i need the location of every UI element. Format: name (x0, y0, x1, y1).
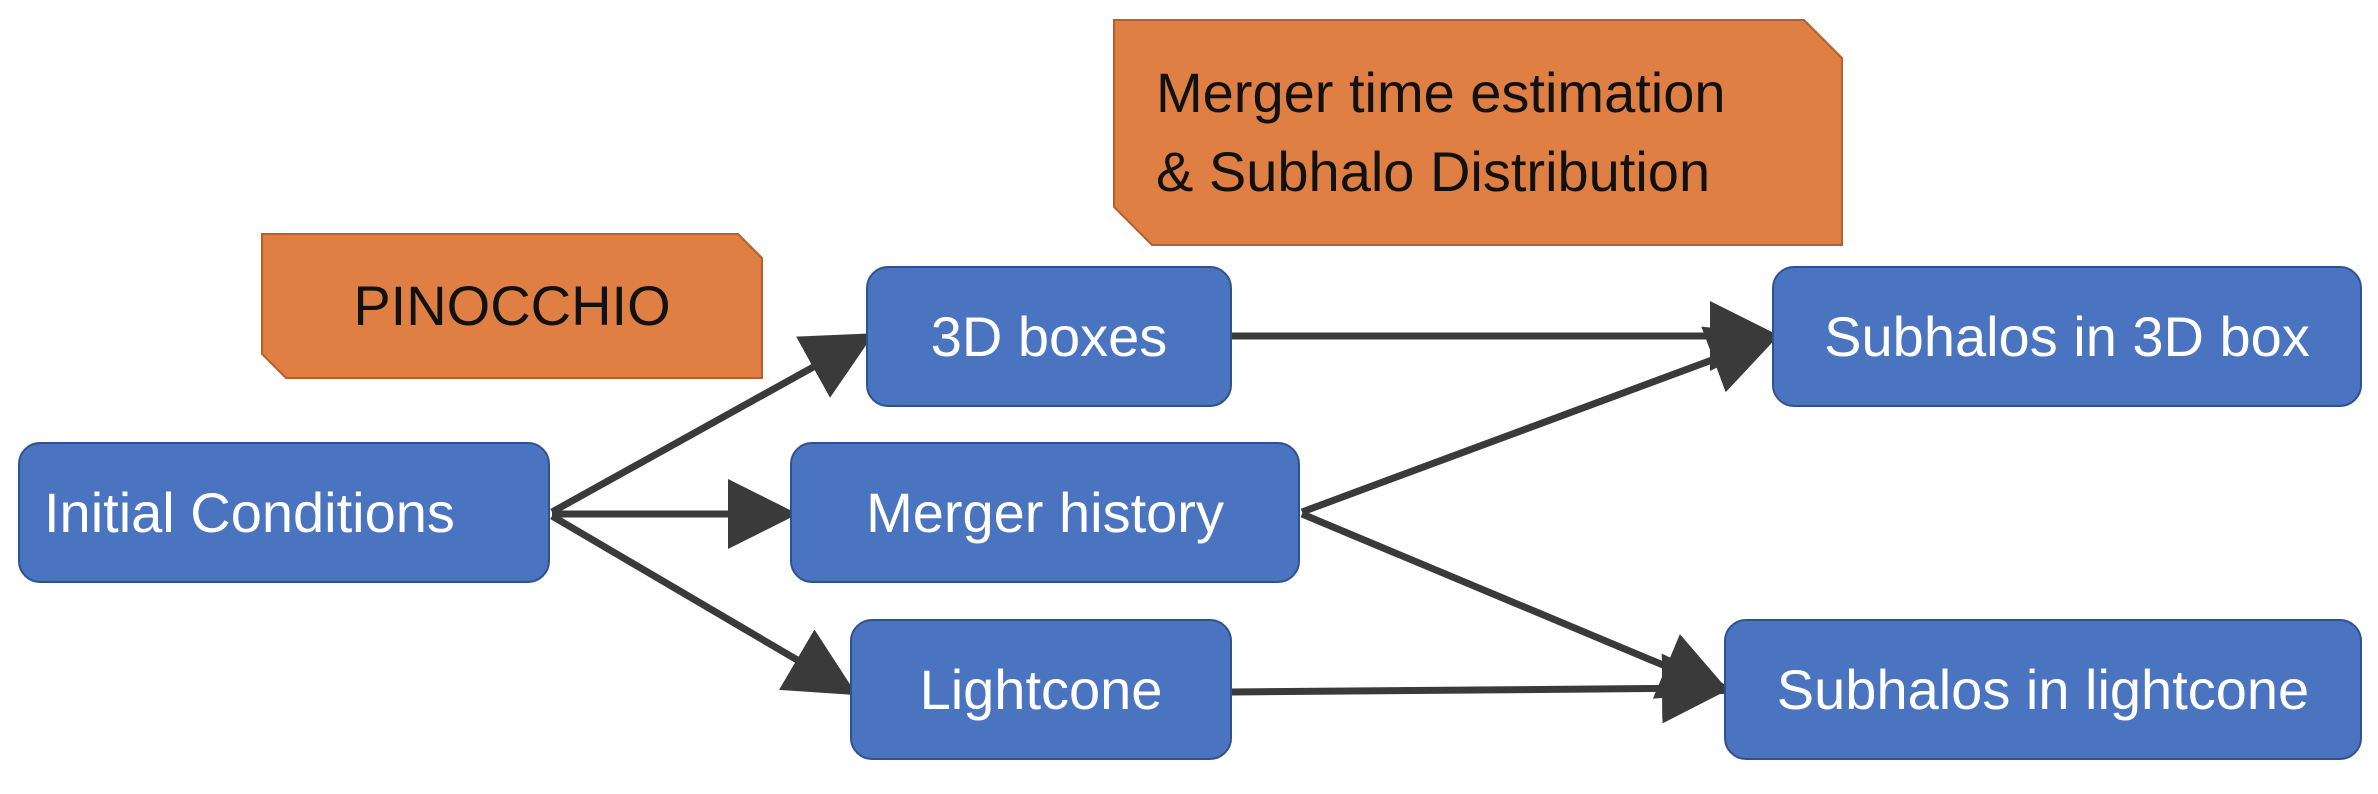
edge-initial-to-boxes (550, 333, 875, 516)
merger-estimation-label-text: Merger time estimation & Subhalo Distrib… (1156, 54, 1726, 211)
node-subhalos-lightcone: Subhalos in lightcone (1724, 619, 2362, 760)
node-merger-history-label: Merger history (866, 481, 1224, 544)
pinocchio-label-shape (261, 233, 763, 379)
node-subhalos-3d-box: Subhalos in 3D box (1772, 266, 2362, 407)
node-merger-history: Merger history (790, 442, 1300, 583)
edge-merger-to-sub3d (1300, 326, 1780, 516)
edge-merger-to-sublc (1300, 510, 1731, 699)
pinocchio-label: PINOCCHIO (261, 233, 763, 379)
node-subhalos-lightcone-label: Subhalos in lightcone (1776, 658, 2310, 721)
pinocchio-label-text: PINOCCHIO (353, 273, 671, 337)
node-lightcone: Lightcone (850, 619, 1232, 760)
merger-estimation-line1: Merger time estimation (1156, 61, 1726, 125)
merger-estimation-label: Merger time estimation & Subhalo Distrib… (1113, 19, 1843, 246)
merger-estimation-line2: & Subhalo Distribution (1156, 139, 1711, 203)
node-3d-boxes-label: 3D boxes (930, 305, 1168, 368)
edge-initial-to-lightcone (550, 512, 858, 696)
node-initial-conditions-label: Initial Conditions (44, 481, 455, 544)
edge-lightcone-to-sublc (1231, 653, 1732, 724)
node-3d-boxes: 3D boxes (866, 266, 1232, 407)
node-initial-conditions: Initial Conditions (18, 442, 550, 583)
node-subhalos-3d-box-label: Subhalos in 3D box (1824, 305, 2310, 368)
merger-estimation-label-shape (1113, 19, 1843, 246)
node-lightcone-label: Lightcone (919, 658, 1163, 721)
